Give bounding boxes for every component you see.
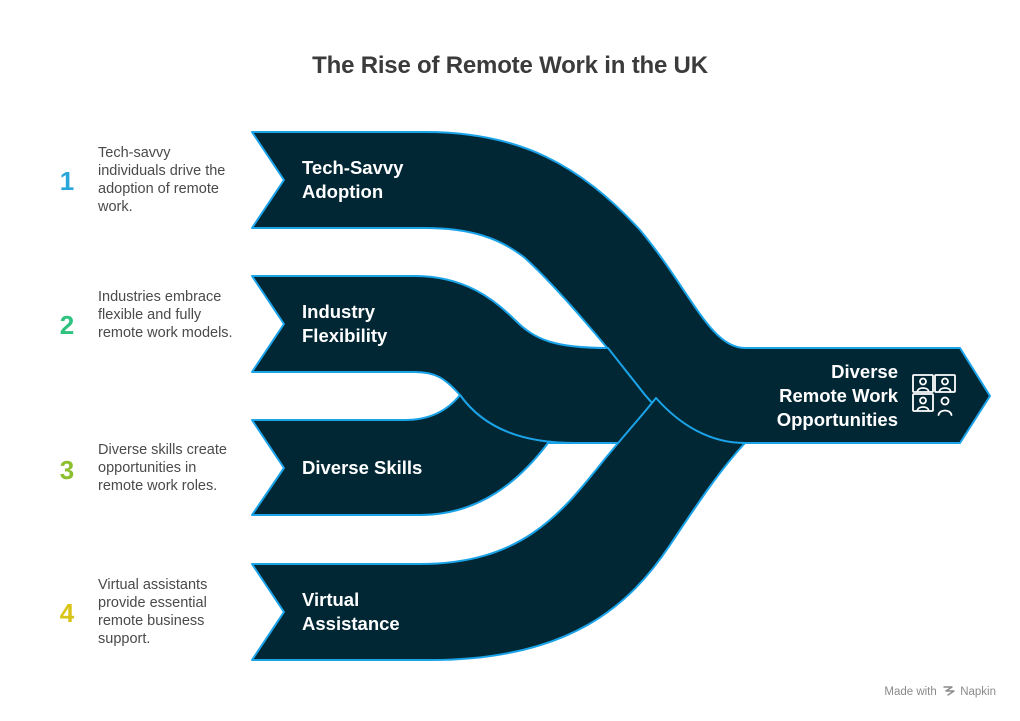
band-label-line: Adoption [302, 181, 384, 202]
napkin-logo-icon [943, 686, 955, 696]
result-label-line: Remote Work [779, 385, 898, 406]
band-label-line: Virtual [302, 589, 360, 610]
step-number-3: 3 [59, 455, 75, 485]
step-number-2: 2 [59, 310, 75, 340]
result-label-line: Diverse [831, 361, 898, 382]
band-label-tech-savvy-adoption: Tech-Savvy Adoption [302, 156, 403, 204]
footer-attribution: Made with Napkin [884, 685, 996, 698]
brand-name: Napkin [960, 686, 996, 698]
band-label-line: Industry [302, 301, 375, 322]
step-description-3: Diverse skills create opportunities in r… [98, 442, 227, 494]
band-label-industry-flexibility: Industry Flexibility [302, 300, 387, 348]
band-label-virtual-assistance: Virtual Assistance [302, 588, 400, 636]
band-virtual-assistance [251, 397, 746, 661]
band-label-line: Flexibility [302, 325, 388, 346]
band-label-diverse-skills: Diverse Skills [302, 456, 422, 480]
video-conference-icon [912, 374, 956, 416]
band-label-line: Assistance [302, 613, 400, 634]
result-label-line: Opportunities [776, 409, 898, 430]
page-title: The Rise of Remote Work in the UK [312, 52, 708, 79]
step-number-4: 4 [59, 598, 75, 628]
made-with-text: Made with [884, 686, 937, 698]
step-description-1: Tech-savvy individuals drive the adoptio… [98, 145, 226, 215]
result-label: Diverse Remote Work Opportunities [752, 360, 898, 432]
step-number-1: 1 [59, 166, 75, 196]
band-label-line: Diverse Skills [302, 457, 423, 478]
step-description-4: Virtual assistants provide essential rem… [98, 577, 208, 647]
step-description-2: Industries embrace flexible and fully re… [98, 289, 233, 341]
band-label-line: Tech-Savvy [302, 157, 404, 178]
band-diverse-skills [251, 394, 576, 516]
